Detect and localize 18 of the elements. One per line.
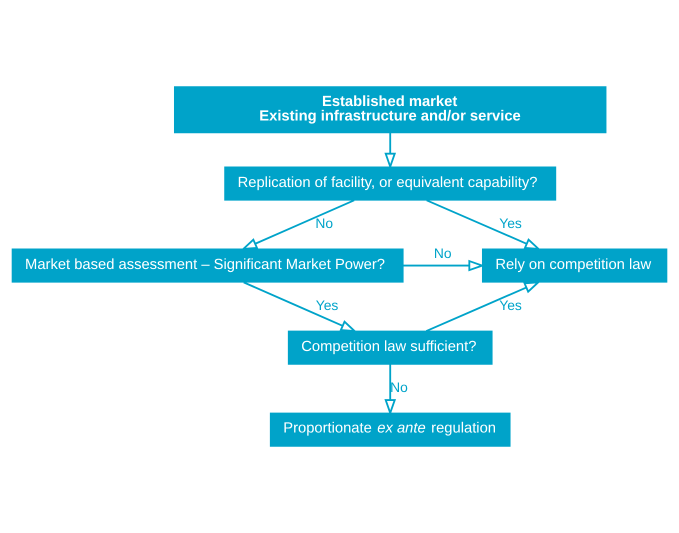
node-box: Competition law sufficient? [288,330,493,365]
edge-label: Yes [316,296,338,313]
node-box: Established market Existing infrastructure and/or service [174,86,606,134]
node-box: Replication of facility, or equivalent capability? [224,166,556,201]
node-box: Proportionate ex ante regulation [270,412,511,447]
arrow [243,282,358,332]
node-box: Market based assessment – Significant Market Power? [12,248,404,283]
edge-label: Yes [499,214,522,231]
node-box: Rely on competition law [482,248,668,283]
arrow [426,199,542,250]
edge-label: No [315,214,334,231]
arrow [384,133,396,170]
edge-label: No [390,378,408,395]
arrow [240,199,355,250]
arrow [384,364,396,416]
edge-label: Yes [499,296,522,313]
arrow [426,281,541,332]
edge-label: No [434,245,452,262]
